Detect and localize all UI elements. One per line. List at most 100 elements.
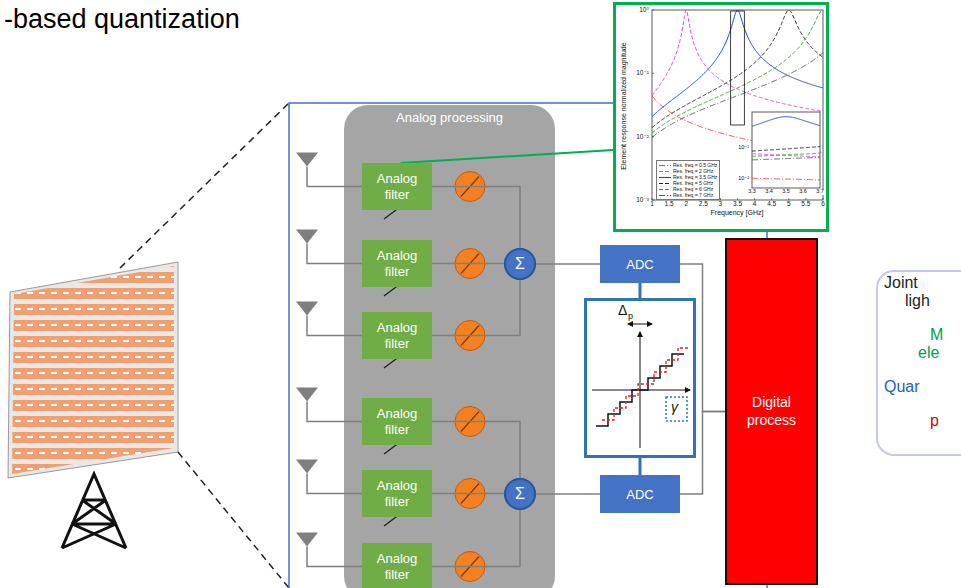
axis-tick-label: 5.5: [800, 201, 811, 208]
digital-process-box: Digital process: [725, 238, 818, 585]
response-plot-text: Frequency [GHz]: [711, 209, 764, 216]
axis-tick-label: 3: [718, 201, 724, 208]
analog-filter: Analog filter: [362, 398, 432, 445]
digital-process-box-text: Digital process: [730, 394, 813, 429]
zoom-line: [178, 452, 289, 588]
antenna-panel: [8, 262, 178, 478]
analog-filter-text: Analog filter: [365, 248, 429, 279]
inset-axes: [752, 112, 820, 188]
zoom-marker: [731, 11, 745, 125]
legend-row: Res. freq = 3.5 GHz: [659, 174, 717, 180]
notes-box-text: Quar: [884, 378, 920, 396]
tick: [823, 198, 824, 200]
analog-filter: Analog filter: [362, 470, 432, 517]
axis-tick-label: 10⁻²: [635, 133, 650, 140]
axis-tick-label: 6: [820, 201, 826, 208]
tower: [62, 474, 126, 548]
axis-tick-label: 3.4: [764, 189, 774, 195]
legend-row: Res. freq = 6 GHz: [659, 186, 717, 192]
antenna-symbol: [296, 302, 318, 316]
antenna-wire: [307, 167, 364, 187]
legend-row: Res. freq = 0.5 GHz: [659, 162, 717, 168]
legend-sample: [659, 181, 671, 186]
legend-text: Res. freq = 6 GHz: [673, 186, 713, 192]
connector: [432, 510, 520, 567]
legend-text: Res. freq = 0.5 GHz: [673, 162, 717, 168]
staircase-dashed: [602, 348, 688, 420]
quantizer-box-text: γ: [671, 399, 678, 415]
tick: [652, 10, 654, 11]
analog-filter: Analog filter: [362, 240, 432, 287]
connector: [401, 150, 614, 163]
connector: [536, 263, 600, 265]
legend-row: Res. freq = 7 GHz: [659, 192, 717, 198]
axis-tick-label: 4: [752, 201, 758, 208]
tick: [788, 198, 789, 200]
response-curve: [652, 10, 823, 128]
legend-line: [659, 171, 671, 172]
axis-tick-label: 5: [786, 201, 792, 208]
response-curve: [652, 10, 823, 117]
tick: [805, 198, 806, 200]
axis-tick-label: 3.7: [815, 189, 825, 195]
analog-filter-text: Analog filter: [365, 320, 429, 351]
quantizer-box: Δp γ: [584, 298, 696, 458]
legend-text: Res. freq = 3.5 GHz: [673, 174, 717, 180]
antenna-wire: [307, 474, 364, 494]
adc-box: ADC: [600, 245, 680, 283]
response-curve: [752, 157, 820, 160]
notes-box-text: M: [930, 326, 943, 344]
connector: [432, 422, 520, 479]
legend-sample: [659, 193, 671, 198]
legend-sample: [659, 187, 671, 192]
antenna-symbol: [296, 533, 318, 547]
zoom-line: [120, 103, 289, 268]
notes-box-text: p: [930, 412, 939, 430]
notes-box-text: ele: [918, 344, 939, 362]
axis-tick-label: 10⁻²: [737, 176, 750, 182]
axis-tick-label: 3.5: [781, 189, 791, 195]
analog-processing-box-text: Analog processing: [396, 110, 503, 125]
response-curve: [752, 147, 820, 151]
analog-filter-text: Analog filter: [365, 406, 429, 437]
connector: [432, 263, 504, 265]
sum-circle: Σ: [504, 248, 536, 280]
quantizer-box-text: p: [628, 311, 633, 321]
tick: [737, 198, 738, 200]
connector: [536, 493, 600, 495]
sum-circle-text: Σ: [515, 486, 525, 502]
connector: [639, 283, 642, 298]
axis-tick-label: 10⁻¹: [737, 145, 750, 151]
antenna-symbol: [296, 460, 318, 474]
response-curve: [752, 153, 820, 156]
antenna-wire: [307, 402, 364, 422]
axis-tick-label: 3.5: [732, 201, 743, 208]
axis-tick-label: 1: [649, 201, 655, 208]
connector: [432, 187, 520, 249]
response-curve: [752, 154, 820, 157]
analog-filter-text: Analog filter: [365, 478, 429, 509]
notes-box-text: Joint: [884, 274, 918, 292]
tick: [652, 136, 654, 137]
analog-filter: Analog filter: [362, 543, 432, 588]
axis-tick-label: 10⁻¹: [635, 70, 650, 77]
notes-box: JointlighMeleQuarp: [876, 270, 961, 456]
response-plot-text: Element response normalized magnitude: [620, 42, 627, 169]
axis-tick-label: 2.5: [698, 201, 709, 208]
analog-processing-box: Analog processingAnalog filterAnalog fil…: [344, 105, 555, 588]
sum-circle: Σ: [504, 478, 536, 510]
legend-line: [659, 195, 671, 196]
legend-line: [659, 165, 671, 166]
legend-text: Res. freq = 5 GHz: [673, 180, 713, 186]
adc-box-text: ADC: [626, 487, 653, 502]
axis-tick-label: 4.5: [766, 201, 777, 208]
quantizer-box-text: Δ: [618, 302, 627, 318]
legend-sample: [659, 169, 671, 174]
legend-line: [659, 177, 671, 178]
quantizer-plot: [584, 298, 696, 458]
axis-tick-label: 10⁻³: [635, 197, 650, 204]
legend-text: Res. freq = 2 GHz: [673, 168, 713, 174]
axis-tick-label: 10⁰: [638, 7, 650, 14]
antenna-symbol: [296, 153, 318, 167]
